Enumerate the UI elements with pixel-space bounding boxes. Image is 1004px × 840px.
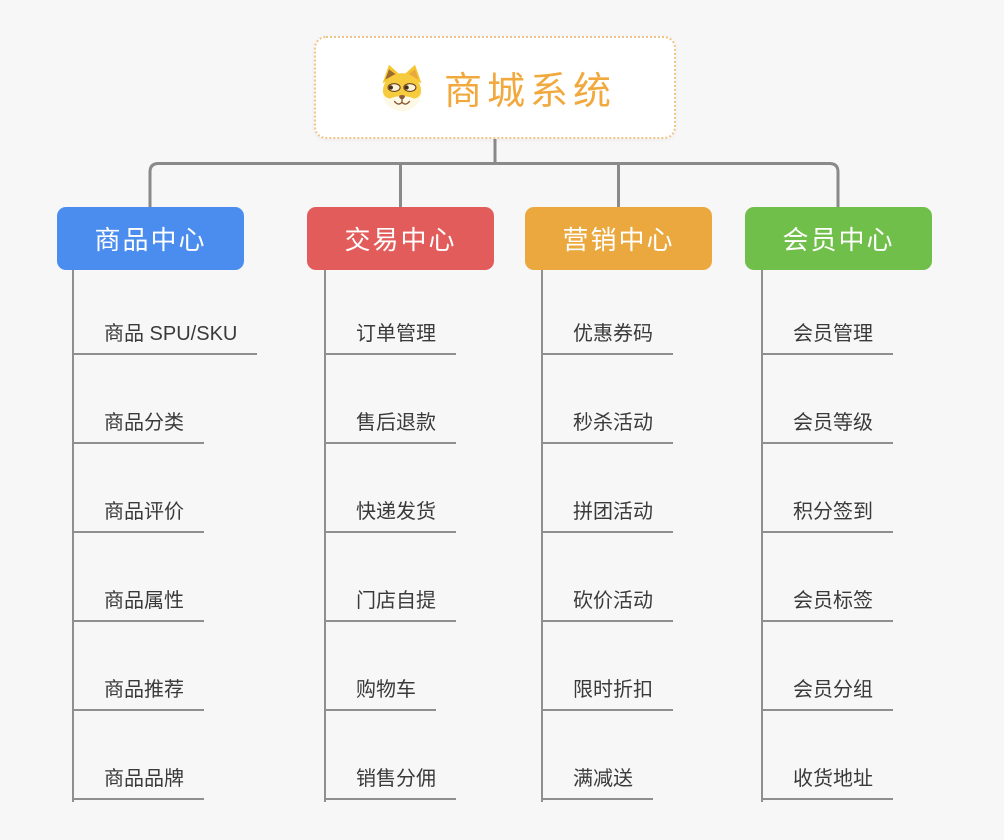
leaf-node[interactable]: 收货地址 xyxy=(761,762,893,800)
leaf-node[interactable]: 商品 SPU/SKU xyxy=(72,317,258,355)
leaf-node[interactable]: 砍价活动 xyxy=(541,584,673,622)
branch-trunk-line xyxy=(761,270,763,802)
branch-header-marketing-center[interactable]: 营销中心 xyxy=(525,207,712,270)
leaf-node[interactable]: 会员标签 xyxy=(761,584,893,622)
leaf-node[interactable]: 限时折扣 xyxy=(541,673,673,711)
leaf-node[interactable]: 商品分类 xyxy=(72,406,204,444)
leaf-node[interactable]: 商品属性 xyxy=(72,584,204,622)
leaf-node[interactable]: 购物车 xyxy=(324,673,436,711)
leaf-node[interactable]: 秒杀活动 xyxy=(541,406,673,444)
leaf-node[interactable]: 会员等级 xyxy=(761,406,893,444)
leaf-node[interactable]: 订单管理 xyxy=(324,317,456,355)
leaf-node[interactable]: 拼团活动 xyxy=(541,495,673,533)
leaf-column-marketing: 优惠券码 秒杀活动 拼团活动 砍价活动 限时折扣 满减送 xyxy=(541,270,781,804)
branch-header-trade-center[interactable]: 交易中心 xyxy=(307,207,494,270)
leaf-node[interactable]: 门店自提 xyxy=(324,584,456,622)
leaf-node[interactable]: 商品推荐 xyxy=(72,673,204,711)
leaf-column-trade: 订单管理 售后退款 快递发货 门店自提 购物车 销售分佣 xyxy=(324,270,564,804)
root-node[interactable]: 商城系统 xyxy=(314,36,676,139)
branch-header-product-center[interactable]: 商品中心 xyxy=(57,207,244,270)
branch-header-member-center[interactable]: 会员中心 xyxy=(745,207,932,270)
leaf-node[interactable]: 售后退款 xyxy=(324,406,456,444)
leaf-column-member: 会员管理 会员等级 积分签到 会员标签 会员分组 收货地址 xyxy=(761,270,1001,804)
leaf-node[interactable]: 积分签到 xyxy=(761,495,893,533)
leaf-column-product: 商品 SPU/SKU 商品分类 商品评价 商品属性 商品推荐 商品品牌 xyxy=(72,270,312,804)
leaf-node[interactable]: 会员分组 xyxy=(761,673,893,711)
leaf-node[interactable]: 优惠券码 xyxy=(541,317,673,355)
leaf-node[interactable]: 满减送 xyxy=(541,762,653,800)
dog-face-icon xyxy=(382,64,422,111)
leaf-node[interactable]: 会员管理 xyxy=(761,317,893,355)
leaf-node[interactable]: 商品品牌 xyxy=(72,762,204,800)
leaf-node[interactable]: 商品评价 xyxy=(72,495,204,533)
branch-trunk-line xyxy=(72,270,74,802)
root-node-label: 商城系统 xyxy=(443,71,616,113)
branch-trunk-line xyxy=(324,270,326,802)
leaf-node[interactable]: 销售分佣 xyxy=(324,762,456,800)
branch-trunk-line xyxy=(541,270,543,802)
leaf-node[interactable]: 快递发货 xyxy=(324,495,456,533)
